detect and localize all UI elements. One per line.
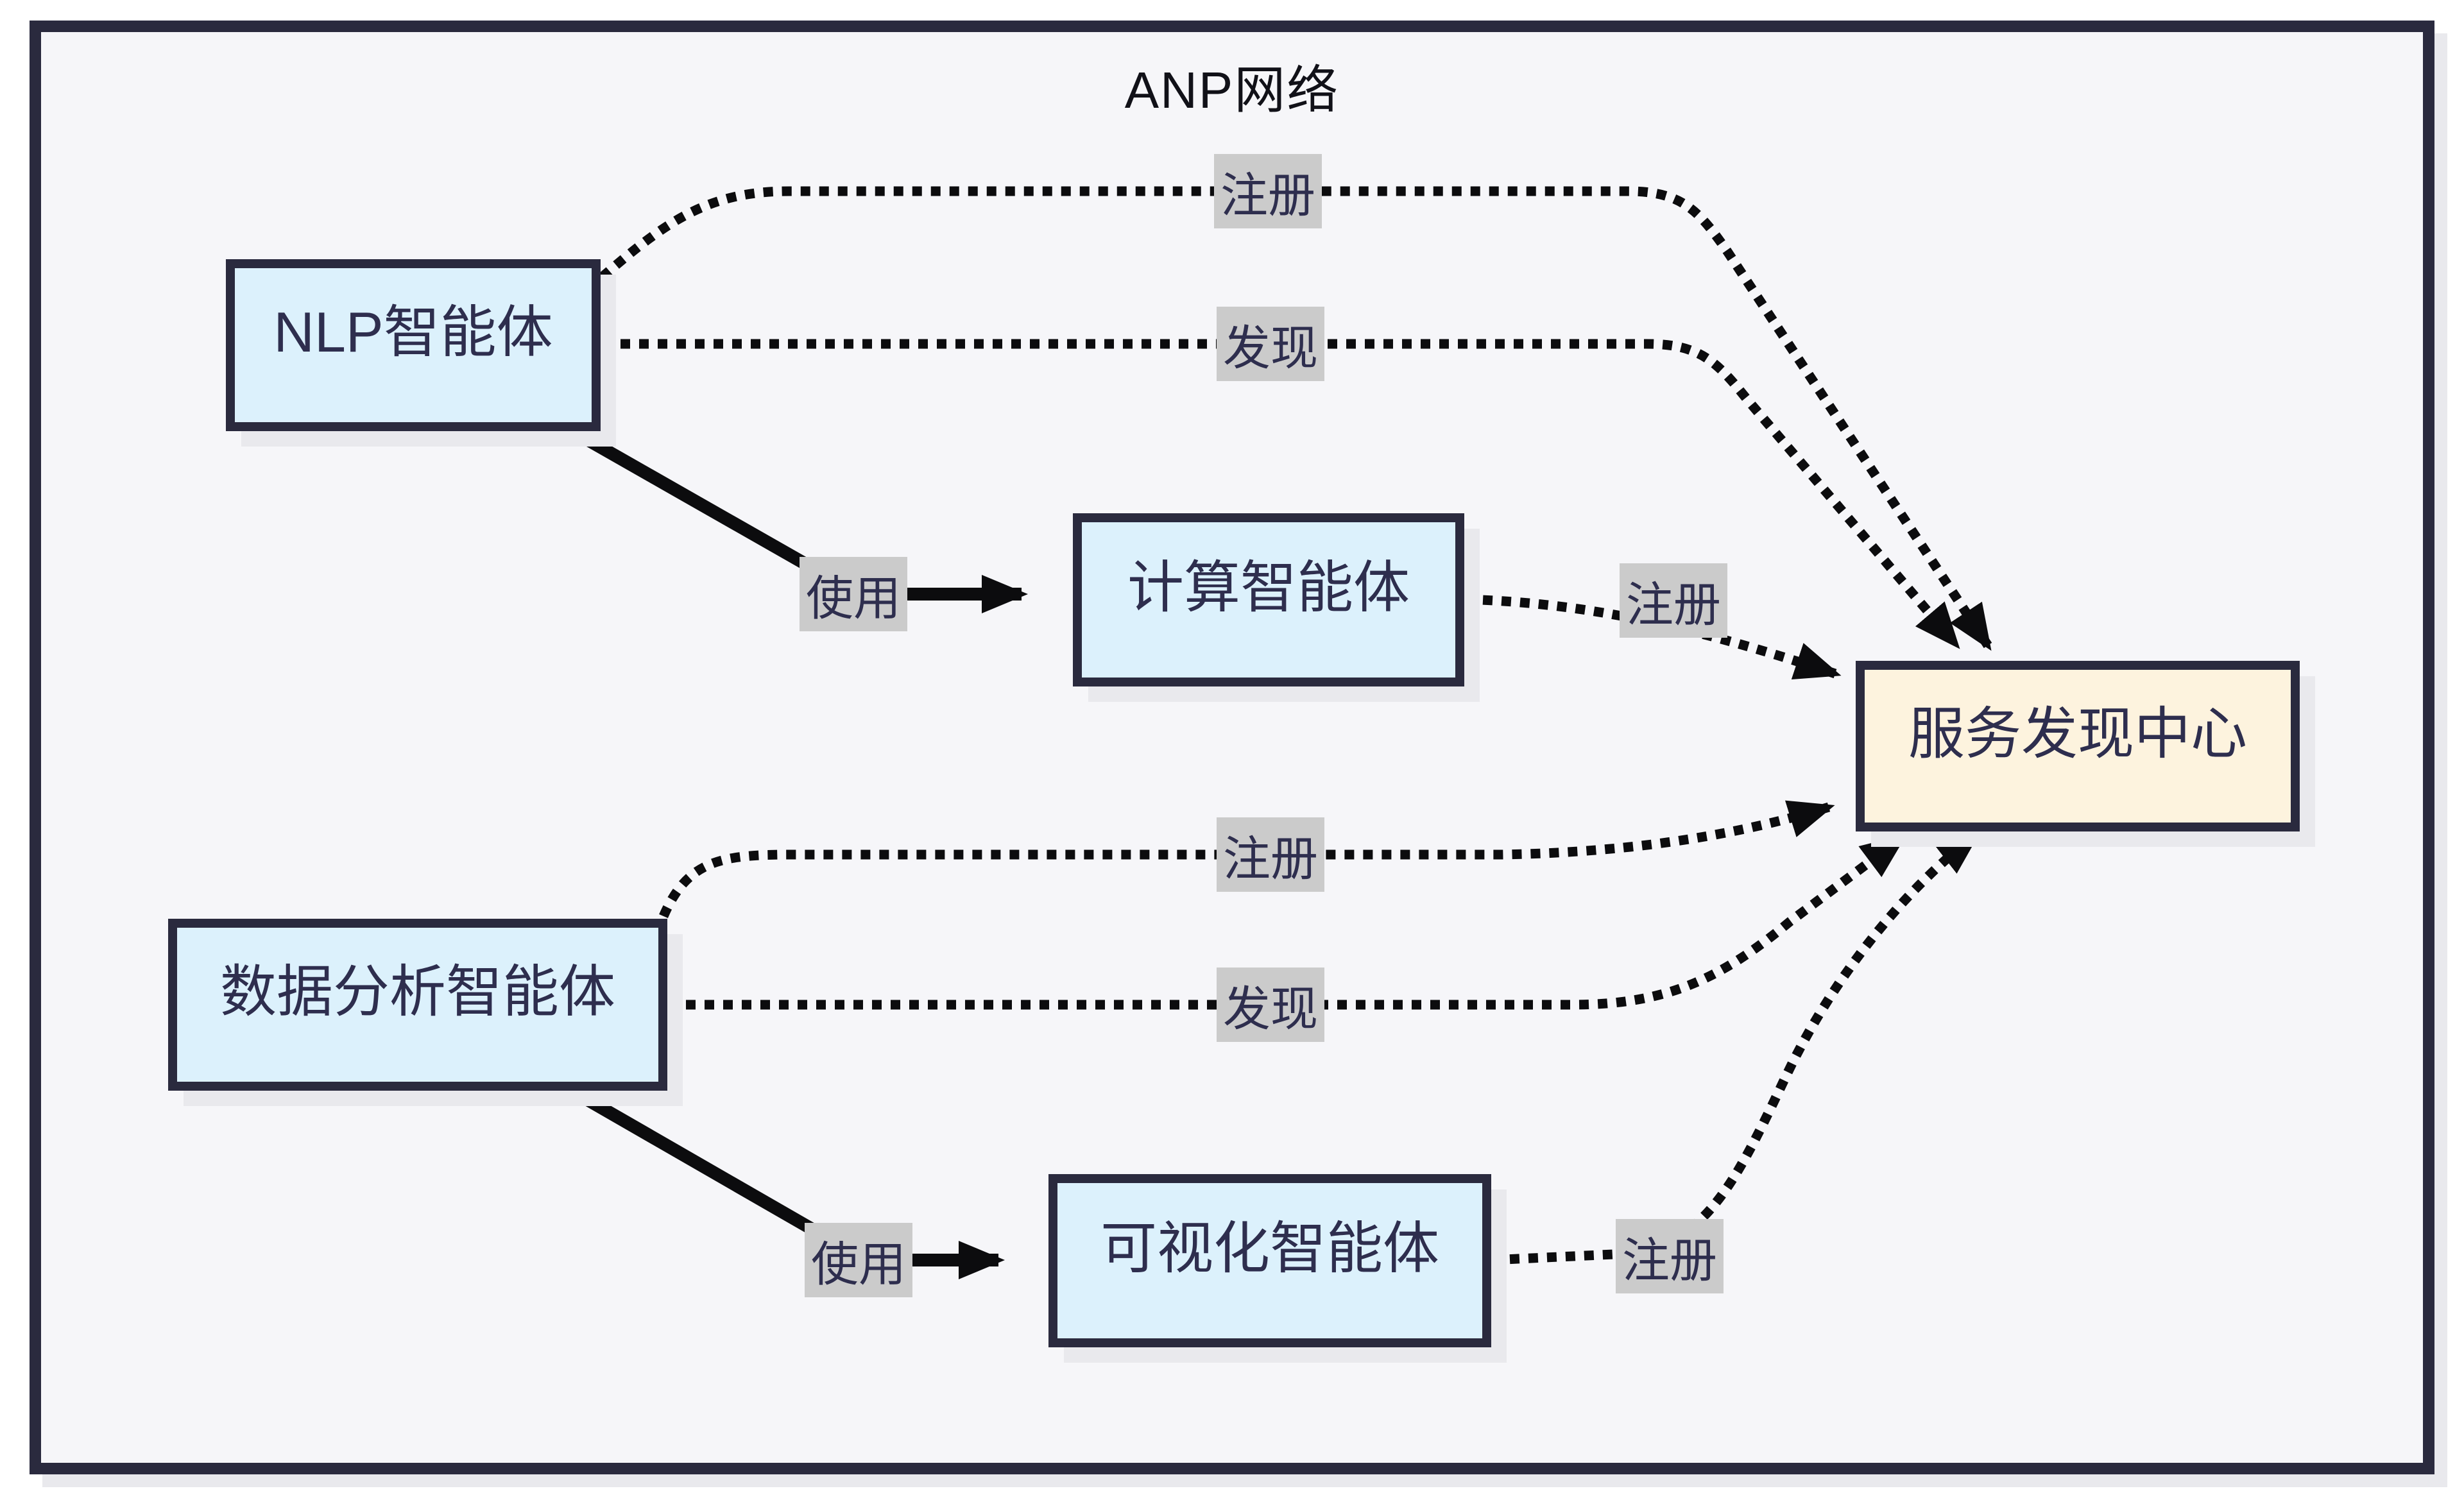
edge-label-viz-register: 注册 bbox=[1616, 1219, 1724, 1293]
edge-label-nlp-discover: 发现 bbox=[1217, 307, 1324, 381]
node-nlp-agent: NLP智能体 bbox=[226, 259, 601, 431]
edge-label-calc-register: 注册 bbox=[1620, 563, 1727, 638]
edge-nlp-use-lead bbox=[569, 425, 814, 573]
edge-label-nlp-use: 使用 bbox=[800, 557, 907, 631]
node-visualization-agent: 可视化智能体 bbox=[1048, 1174, 1491, 1347]
node-service-discovery-center-label: 服务发现中心 bbox=[1908, 703, 2247, 765]
edge-data-discover bbox=[667, 833, 1908, 1010]
edge-label-data-discover: 发现 bbox=[1217, 968, 1324, 1042]
edge-viz-register bbox=[1491, 830, 1981, 1265]
node-compute-agent: 计算智能体 bbox=[1073, 513, 1464, 686]
edge-nlp-register bbox=[599, 186, 1992, 651]
edge-nlp-discover bbox=[602, 339, 1960, 649]
diagram-title: ANP网络 bbox=[1124, 63, 1340, 119]
node-visualization-agent-label: 可视化智能体 bbox=[1100, 1217, 1439, 1280]
edge-label-data-use: 使用 bbox=[805, 1223, 912, 1297]
node-nlp-agent-label: NLP智能体 bbox=[273, 302, 553, 364]
node-service-discovery-center: 服务发现中心 bbox=[1856, 661, 2300, 831]
node-compute-agent-label: 计算智能体 bbox=[1127, 556, 1410, 619]
edge-label-data-register: 注册 bbox=[1217, 817, 1324, 892]
edge-data-use-lead bbox=[564, 1082, 816, 1235]
edge-label-nlp-register: 注册 bbox=[1214, 154, 1322, 228]
node-data-analysis-agent-label: 数据分析智能体 bbox=[220, 961, 615, 1024]
edge-data-register bbox=[659, 800, 1835, 918]
node-data-analysis-agent: 数据分析智能体 bbox=[168, 919, 667, 1091]
